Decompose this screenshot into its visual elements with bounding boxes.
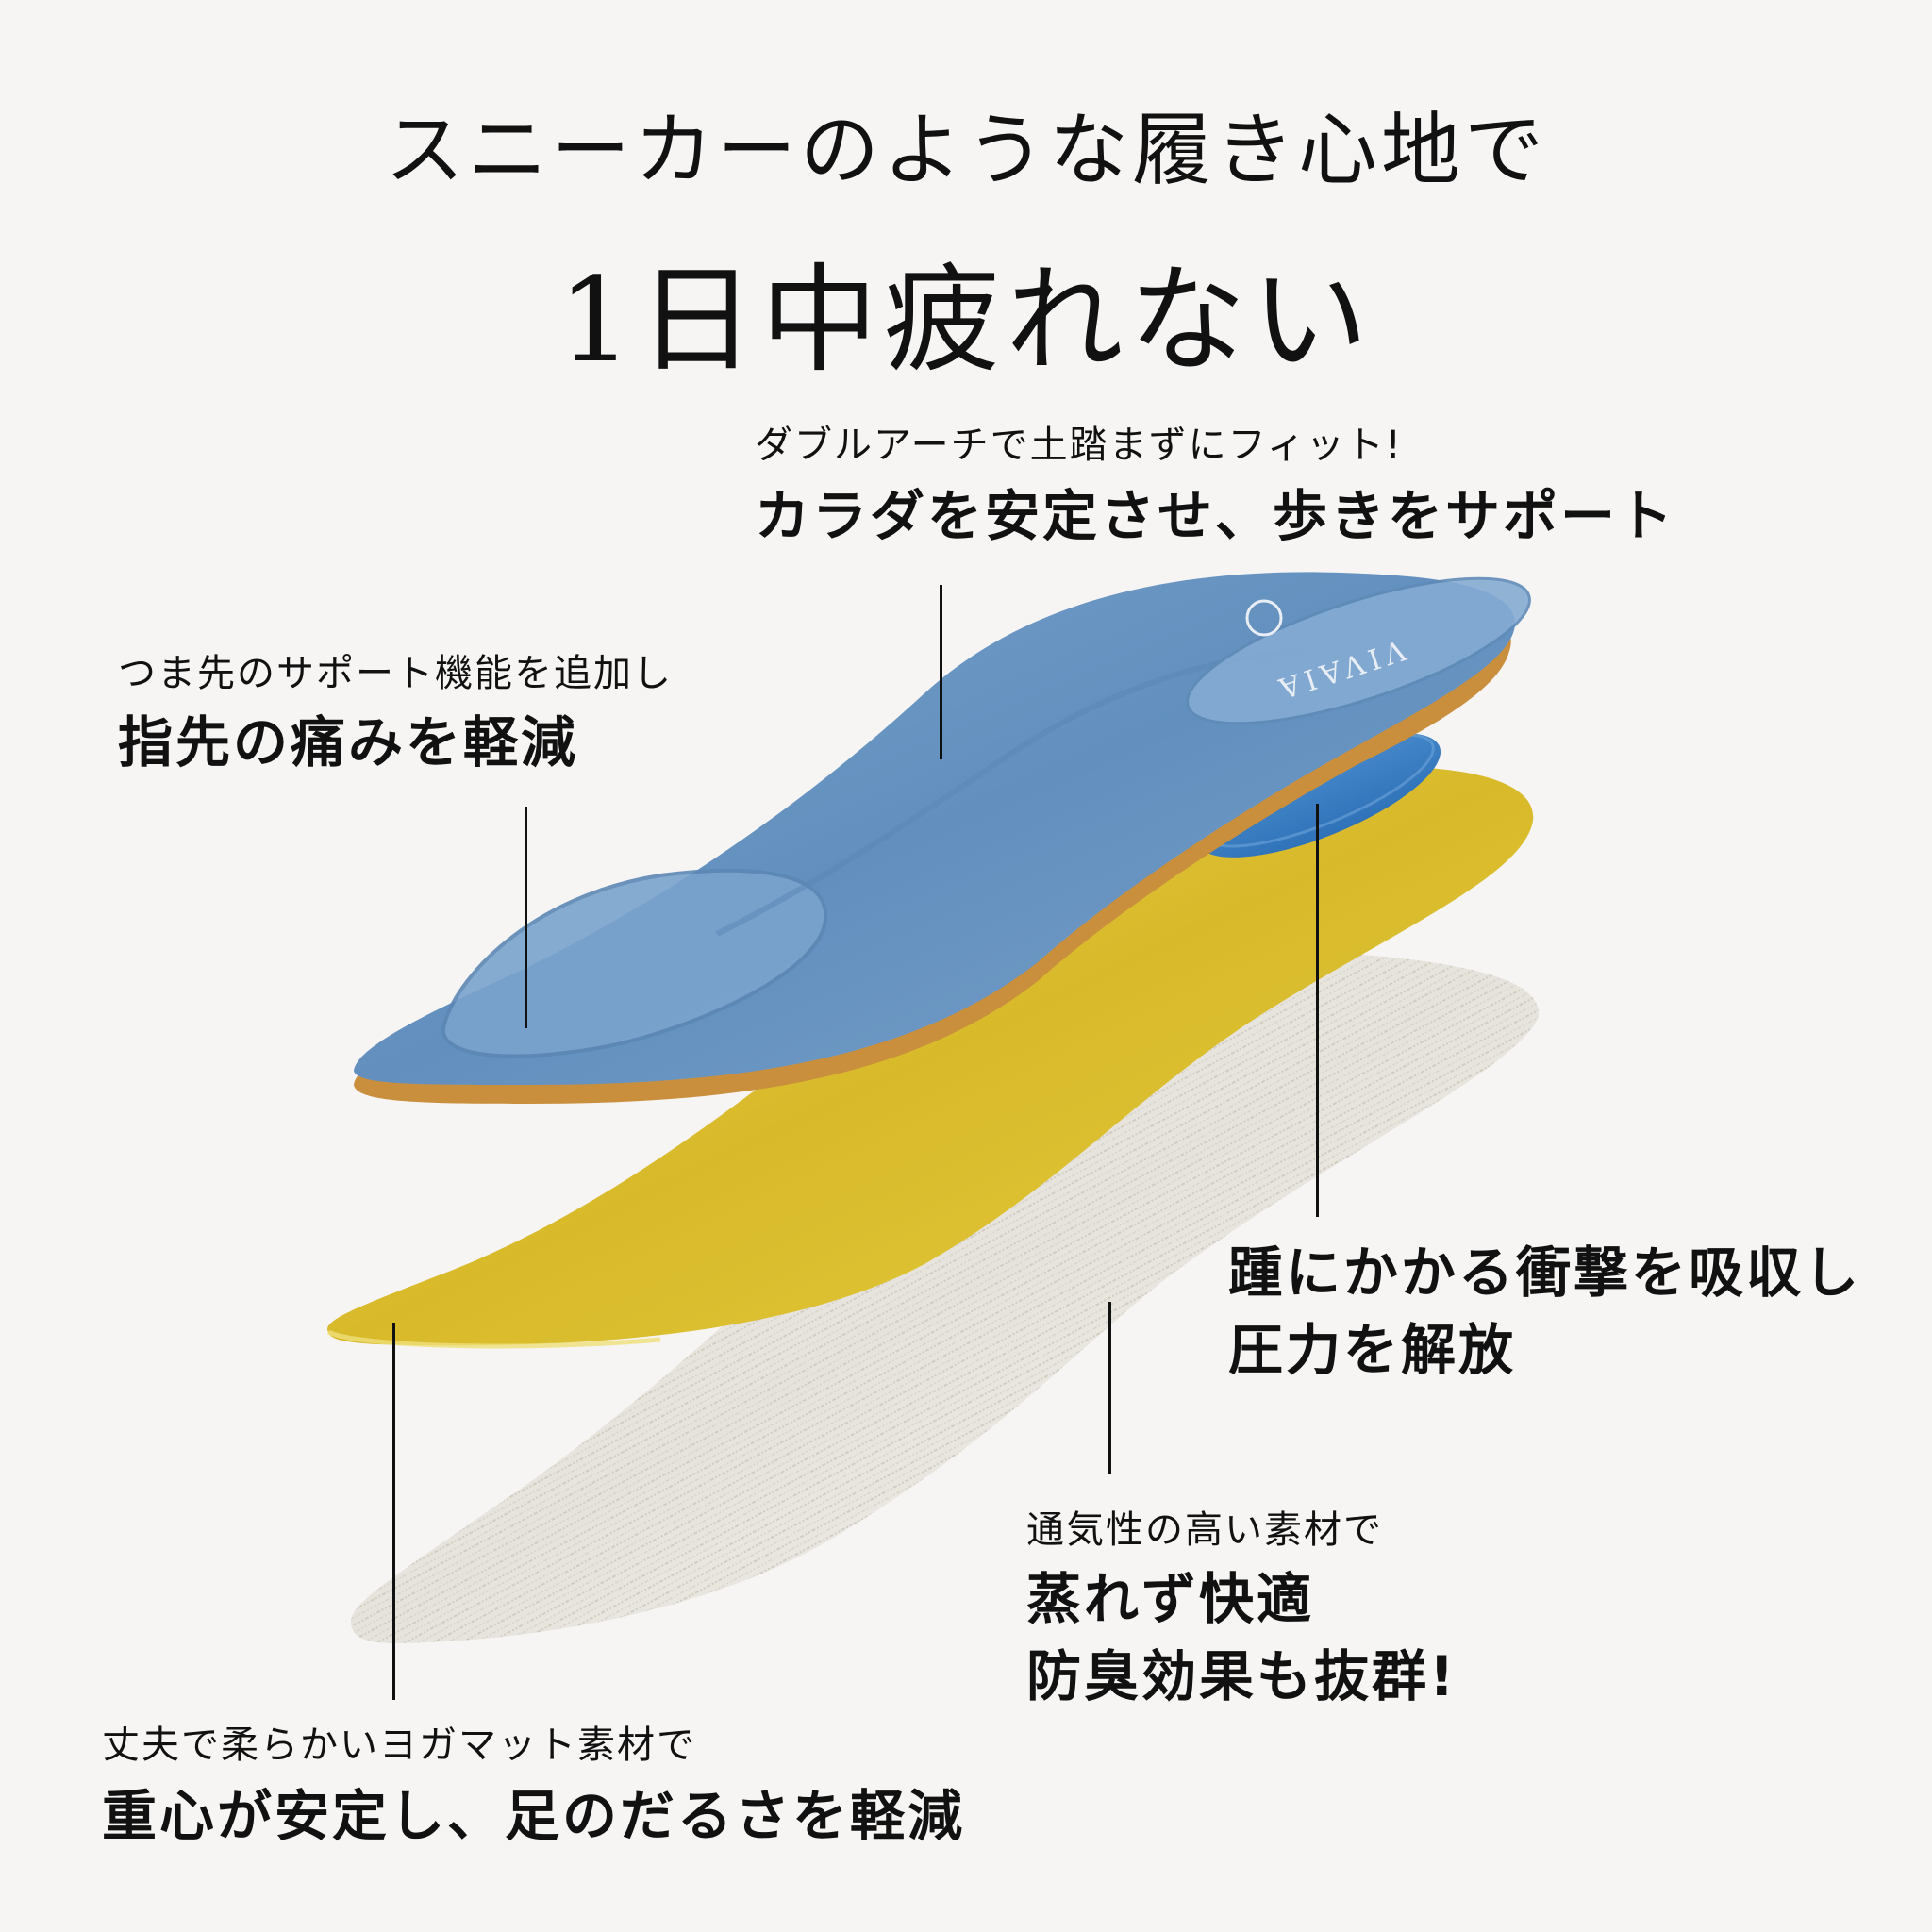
callout-toe-subtitle: つま先のサポート機能を追加し [118,652,673,695]
leader-line-toe [525,807,527,1028]
callout-heel-title-1: 踵にかかる衝撃を吸収し [1228,1241,1862,1305]
headline-line-1: スニーカーのような履き心地で [384,104,1547,196]
leader-line-arch [940,585,942,759]
callout-heel: 踵にかかる衝撃を吸収し 圧力を解放 [1228,1236,1861,1388]
callout-yoga-mat-title: 重心が安定し、足のだるさを軽減 [102,1784,966,1848]
callout-breathable: 通気性の高い素材で 蒸れず快適 防臭効果も抜群! [1026,1507,1457,1714]
callout-toe-title: 指先の痛みを軽減 [118,710,579,774]
callout-arch-title: カラダを安定させ、歩きをサポート [755,484,1676,548]
brand-emblem-icon [1245,599,1283,637]
callout-yoga-mat-subtitle: 丈夫で柔らかいヨガマット素材で [102,1724,696,1767]
leader-line-heel [1316,804,1319,1217]
leader-line-breathable [1108,1302,1111,1474]
blue-top-insole: VIVAIA [354,572,1531,1104]
callout-arch: ダブルアーチで土踏まずにフィット! カラダを安定させ、歩きをサポート [755,423,1675,553]
callout-arch-subtitle: ダブルアーチで土踏まずにフィット! [755,424,1403,467]
yellow-layer [326,766,1534,1349]
callout-heel-title-2: 圧力を解放 [1228,1318,1517,1383]
leader-line-yoga-mat [392,1323,395,1700]
callout-breathable-subtitle: 通気性の高い素材で [1026,1508,1383,1552]
headline-line-2: 1日中疲れない [558,253,1374,389]
callout-yoga-mat: 丈夫で柔らかいヨガマット素材で 重心が安定し、足のだるさを軽減 [102,1723,965,1853]
white-mesh-layer [350,951,1539,1643]
callout-breathable-title-1: 蒸れず快適 [1026,1567,1315,1631]
callout-breathable-title-2: 防臭効果も抜群! [1026,1644,1457,1709]
callout-toe: つま先のサポート機能を追加し 指先の痛みを軽減 [118,651,673,779]
